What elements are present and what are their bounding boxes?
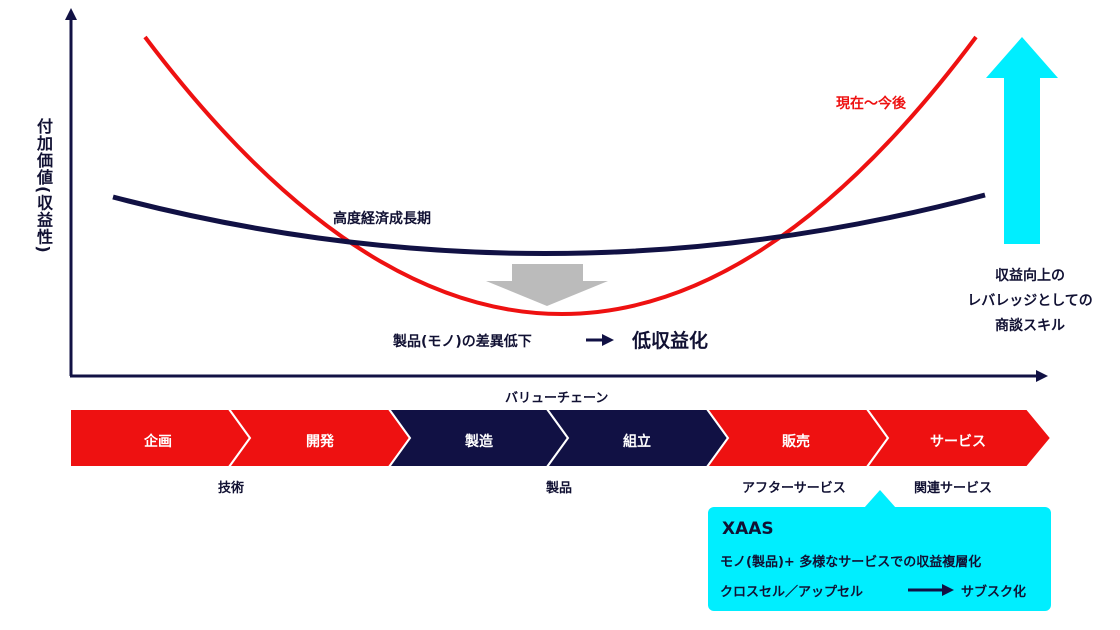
leverage-label: 収益向上の レバレッジとしての 商談スキル: [950, 264, 1110, 339]
growth-curve: [112, 192, 986, 256]
stage-label-sales: 販売: [782, 434, 810, 450]
xaas-title: XAAS: [722, 519, 774, 539]
stage-label-development: 開発: [306, 434, 334, 450]
growth-curve-label: 高度経済成長期: [333, 211, 431, 227]
xaas-callout-pointer: [864, 490, 896, 508]
x-axis-arrow: [1036, 370, 1048, 382]
low-profit-label: 低収益化: [632, 330, 709, 352]
leverage-line: 収益向上の: [995, 268, 1065, 284]
leverage-arrow: [986, 37, 1058, 244]
stage-chevron-service: [865, 408, 1053, 468]
xaas-line-multilayer: モノ(製品)+ 多様なサービスでの収益複層化: [720, 555, 982, 570]
xaas-line-cross-sell: クロスセル／アップセル: [720, 585, 864, 600]
leverage-line: 商談スキル: [995, 318, 1065, 334]
sub-label-after-service: アフターサービス: [742, 481, 846, 496]
xaas-line-subscription: サブスク化: [961, 585, 1027, 600]
leverage-line: レバレッジとしての: [967, 293, 1093, 309]
stage-label-service: サービス: [930, 434, 986, 450]
sub-label-technology: 技術: [218, 481, 245, 496]
decline-arrow: [486, 264, 608, 306]
stage-label-manufacturing: 製造: [465, 434, 493, 450]
stage-label-assembly: 組立: [623, 434, 651, 450]
sub-label-product: 製品: [546, 481, 573, 496]
stage-label-planning: 企画: [144, 434, 172, 450]
sub-label-related-service: 関連サービス: [914, 481, 993, 496]
current-curve-label: 現在〜今後: [836, 96, 906, 112]
product-difference-label: 製品(モノ)の差異低下: [393, 334, 532, 350]
result-arrow-icon: [602, 334, 614, 346]
y-axis-arrow: [65, 8, 77, 20]
xaas-callout: XAAS モノ(製品)+ 多様なサービスでの収益複層化 クロスセル／アップセル …: [708, 507, 1051, 611]
xaas-arrow-icon: [908, 584, 954, 596]
y-axis-label: 付加価値(収益性): [34, 118, 53, 254]
current-curve: [143, 35, 978, 316]
x-axis-label: バリューチェーン: [505, 391, 609, 406]
